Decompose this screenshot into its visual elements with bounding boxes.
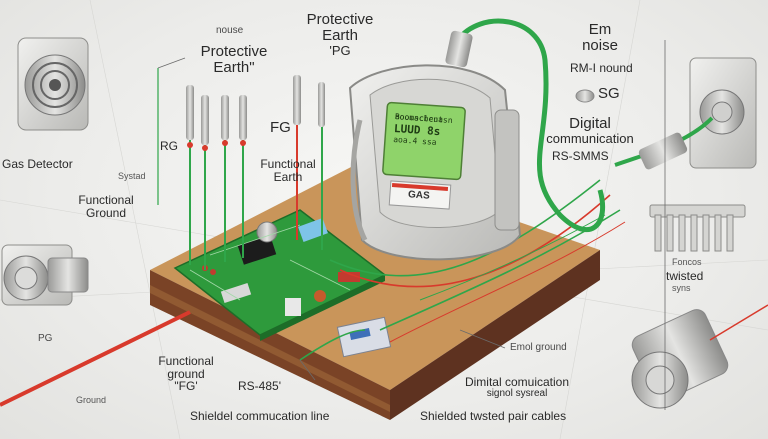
label-foncos: Foncos (672, 257, 702, 267)
label-functional-ground-bottom-line3: "FG' (174, 379, 198, 394)
label-functional-ground-bottom-line2: ground (167, 366, 205, 381)
terminal-comb (649, 204, 746, 252)
label-dimital-communication-line2: signol sysreal (486, 387, 548, 399)
terminal-block (220, 282, 252, 304)
label-systad: Systad (118, 171, 146, 181)
label-functional-ground-left-line1: Functional (78, 193, 134, 207)
red-line-right (709, 304, 768, 341)
label-rs-smms: RS-SMMS (552, 149, 609, 163)
detector-screen-text: Boousclent aoomacbcuasn LUUD 8s aoa.4 ss… (393, 112, 453, 148)
detector-screen (382, 101, 466, 210)
label-functional-ground-left: Functional Ground (70, 194, 142, 219)
label-sg: SG (598, 85, 620, 102)
label-protective-earth-left-line2: Earth" (213, 58, 255, 76)
label-digital-communication-line1: Digital (569, 115, 611, 132)
label-rs485: RS-485' (238, 379, 281, 393)
label-protective-earth-top-line1: Protective (306, 11, 374, 28)
label-functional-ground-bottom-line1: Functional (158, 354, 214, 368)
label-dimital-communication: Dimital comuication signol sysreal (452, 376, 582, 399)
label-twisted: twisted (666, 269, 704, 283)
label-protective-earth-top: Protective Earth 'PG (292, 12, 388, 57)
label-pg-left: PG (38, 333, 53, 344)
connector-left (1, 244, 89, 306)
label-em-noise-line2: noise (582, 36, 618, 54)
label-protective-earth-top-line2: Earth (322, 26, 358, 44)
label-dimital-communication-line1: Dimital comuication (464, 375, 570, 389)
label-digital-communication: Digital communication (530, 116, 650, 145)
label-syns: syns (672, 283, 691, 293)
shielded-module (336, 316, 392, 358)
label-protective-earth-left-line1: Protective (200, 43, 268, 60)
detector-cable (455, 18, 606, 233)
label-ground-left: Ground (76, 395, 107, 405)
gas-detector-sensor-left (17, 37, 89, 131)
label-protective-earth-left: Protective Earth" (188, 44, 280, 76)
label-shielded-cables: Shielded twsted pair cables (420, 409, 567, 423)
label-digital-communication-line2: communication (546, 130, 634, 146)
red-ground-cable (0, 310, 191, 407)
sg-knob (575, 89, 595, 103)
label-rm-nound: RM-I nound (570, 61, 633, 75)
label-emol-ground: Emol ground (510, 342, 567, 353)
label-functional-earth-line1: Functional (260, 157, 316, 171)
label-shieldel-line: Shieldel commucation line (190, 409, 330, 423)
label-functional-ground-bottom: Functional ground "FG' (146, 355, 226, 393)
relay-block (298, 218, 328, 242)
label-nouse: nouse (216, 25, 244, 36)
connector-right-top (614, 57, 757, 170)
leader-lines (157, 40, 666, 410)
connector-right-bottom (631, 309, 729, 409)
label-pg-top: 'PG (329, 42, 351, 58)
label-functional-ground-left-line2: Ground (85, 205, 127, 220)
label-em-noise: Em noise (560, 22, 640, 54)
capacitor (256, 221, 278, 243)
label-rg: RG (160, 139, 178, 153)
label-functional-earth: Functional Earth (248, 158, 328, 183)
label-em-noise-line1: Em (588, 21, 612, 38)
probe-heads (186, 75, 325, 151)
label-functional-earth-line2: Earth (273, 169, 303, 184)
label-fg: FG (270, 119, 291, 136)
detector-gas-label: GAS (407, 189, 431, 202)
label-gas-detector: Gas Detector (2, 157, 73, 171)
